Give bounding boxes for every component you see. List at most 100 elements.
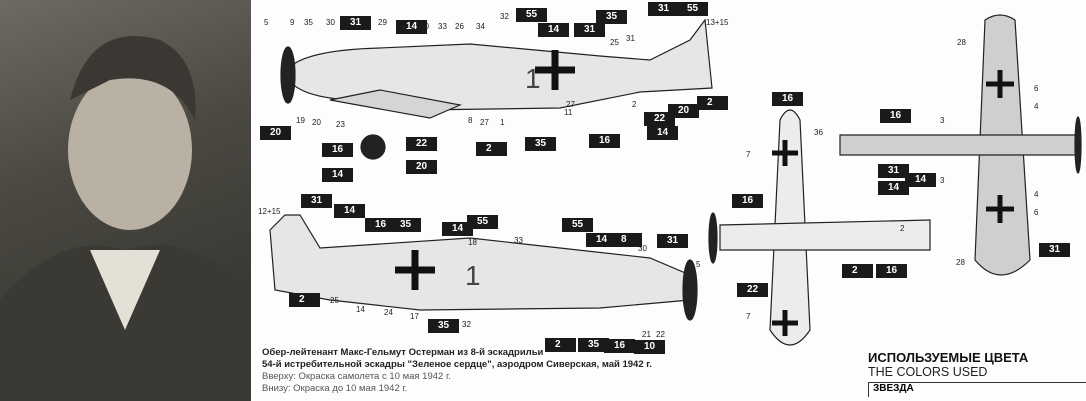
- callout-number: 2: [707, 97, 713, 108]
- marking-callout-top-profile: 16: [589, 134, 620, 148]
- part-label-top-profile: 2: [632, 100, 637, 109]
- marking-callout-top-profile: 14: [538, 23, 569, 37]
- callout-number: 55: [572, 219, 584, 230]
- colors-title-ru: ИСПОЛЬЗУЕМЫЕ ЦВЕТА: [868, 350, 1029, 365]
- marking-callout-bottom-profile: 35: [578, 338, 609, 352]
- part-label-bottom-profile: 21: [642, 330, 651, 339]
- part-label-plan-view: 7: [746, 150, 751, 159]
- marking-callout-plan-view: 22: [737, 283, 768, 297]
- callout-number: 14: [915, 174, 927, 185]
- marking-callout-bottom-profile: 55: [562, 218, 593, 232]
- callout-number: 20: [678, 105, 690, 116]
- caption-line-4: Внизу: Окраска до 10 мая 1942 г.: [262, 383, 408, 394]
- callout-number: 31: [888, 165, 900, 176]
- callout-number: 2: [486, 143, 492, 154]
- part-label-plan-view: 4: [1034, 190, 1039, 199]
- part-label-top-profile: 10: [420, 22, 429, 31]
- callout-number: 10: [644, 341, 656, 352]
- marking-callout-top-profile: 14: [647, 126, 678, 140]
- marking-callout-top-profile: 31: [574, 23, 605, 37]
- marking-callout-bottom-profile: 14: [442, 222, 473, 236]
- part-label-top-profile: 32: [500, 12, 509, 21]
- part-label-plan-view: 3: [940, 176, 945, 185]
- part-label-bottom-profile: 12+15: [258, 207, 281, 216]
- upper-plan-view: [839, 14, 1082, 276]
- marking-callout-bottom-profile: 14: [586, 233, 617, 247]
- marking-callout-plan-view: 31: [878, 164, 909, 178]
- part-label-bottom-profile: 18: [468, 238, 477, 247]
- part-label-top-profile: 19: [296, 116, 305, 125]
- marking-callout-top-profile: 14: [396, 20, 427, 34]
- callout-number: 16: [375, 219, 387, 230]
- part-label-plan-view: 7: [746, 312, 751, 321]
- marking-callout-plan-view: 2: [842, 264, 873, 278]
- part-label-top-profile: 25: [610, 38, 619, 47]
- callout-number: 14: [344, 205, 356, 216]
- underside-plan-view: [708, 109, 931, 346]
- callout-number: 16: [599, 135, 611, 146]
- marking-callout-plan-view: 16: [772, 92, 803, 106]
- callout-number: 55: [477, 216, 489, 227]
- callout-number: 2: [555, 339, 561, 350]
- marking-callout-top-profile: 55: [516, 8, 547, 22]
- marking-callout-top-profile: 22: [406, 137, 437, 151]
- part-label-bottom-profile: 14: [356, 305, 365, 314]
- part-label-top-profile: 13+15: [706, 18, 729, 27]
- part-label-top-profile: 23: [336, 120, 345, 129]
- part-label-plan-view: 4: [1034, 102, 1039, 111]
- part-label-top-profile: 35: [304, 18, 313, 27]
- part-label-top-profile: 33: [438, 22, 447, 31]
- callout-number: 22: [654, 113, 666, 124]
- part-label-plan-view: 3: [940, 116, 945, 125]
- callout-number: 55: [526, 9, 538, 20]
- callout-number: 22: [747, 284, 759, 295]
- portrait-illustration: [0, 36, 251, 401]
- part-label-bottom-profile: 25: [330, 296, 339, 305]
- colors-used-section: ИСПОЛЬЗУЕМЫЕ ЦВЕТА THE COLORS USED ЗВЕЗД…: [868, 350, 1086, 397]
- marking-callout-bottom-profile: 16: [365, 218, 396, 232]
- part-label-plan-view: 6: [1034, 208, 1039, 217]
- marking-callout-top-profile: 55: [677, 2, 708, 16]
- callout-number: 14: [596, 234, 608, 245]
- top-side-profile: [280, 18, 713, 160]
- marking-callout-bottom-profile: 55: [467, 215, 498, 229]
- callout-number: 35: [438, 320, 450, 331]
- callout-number: 16: [782, 93, 794, 104]
- callout-number: 31: [658, 3, 670, 14]
- part-label-top-profile: 8: [468, 116, 473, 125]
- colors-table-header: ЗВЕЗДА: [868, 382, 1086, 397]
- caption: Обер-лейтенант Макс-Гельмут Остерман из …: [262, 347, 652, 395]
- bottom-code-number: 1: [465, 260, 481, 291]
- callout-number: 14: [657, 127, 669, 138]
- marking-callout-top-profile: 14: [322, 168, 353, 182]
- callout-number: 14: [406, 21, 418, 32]
- caption-line-1: Обер-лейтенант Макс-Гельмут Остерман из …: [262, 347, 544, 358]
- part-label-plan-view: 28: [957, 38, 966, 47]
- part-label-bottom-profile: 24: [384, 308, 393, 317]
- part-label-top-profile: 31: [626, 34, 635, 43]
- callout-number: 35: [535, 138, 547, 149]
- part-label-top-profile: 17: [558, 26, 567, 35]
- marking-callout-bottom-profile: 35: [428, 319, 459, 333]
- marking-callout-top-profile: 35: [596, 10, 627, 24]
- marking-callout-top-profile: 31: [340, 16, 371, 30]
- callout-number: 14: [888, 182, 900, 193]
- callout-number: 20: [270, 127, 282, 138]
- top-code-number: 1: [525, 63, 541, 94]
- marking-callout-top-profile: 2: [476, 142, 507, 156]
- marking-callout-bottom-profile: 31: [657, 234, 688, 248]
- caption-line-2: 54-й истребительной эскадры "Зеленое сер…: [262, 359, 652, 370]
- marking-callout-top-profile: 16: [322, 143, 353, 157]
- callout-number: 2: [299, 294, 305, 305]
- marking-callout-bottom-profile: 8: [611, 233, 642, 247]
- marking-callout-top-profile: 20: [406, 160, 437, 174]
- part-label-top-profile: 11: [564, 108, 573, 117]
- part-label-top-profile: 26: [455, 22, 464, 31]
- part-label-top-profile: 9: [290, 18, 295, 27]
- part-label-plan-view: 2: [900, 224, 905, 233]
- marking-callout-bottom-profile: 16: [604, 339, 635, 353]
- part-label-bottom-profile: 22: [656, 330, 665, 339]
- callout-number: 35: [588, 339, 600, 350]
- marking-callout-plan-view: 16: [880, 109, 911, 123]
